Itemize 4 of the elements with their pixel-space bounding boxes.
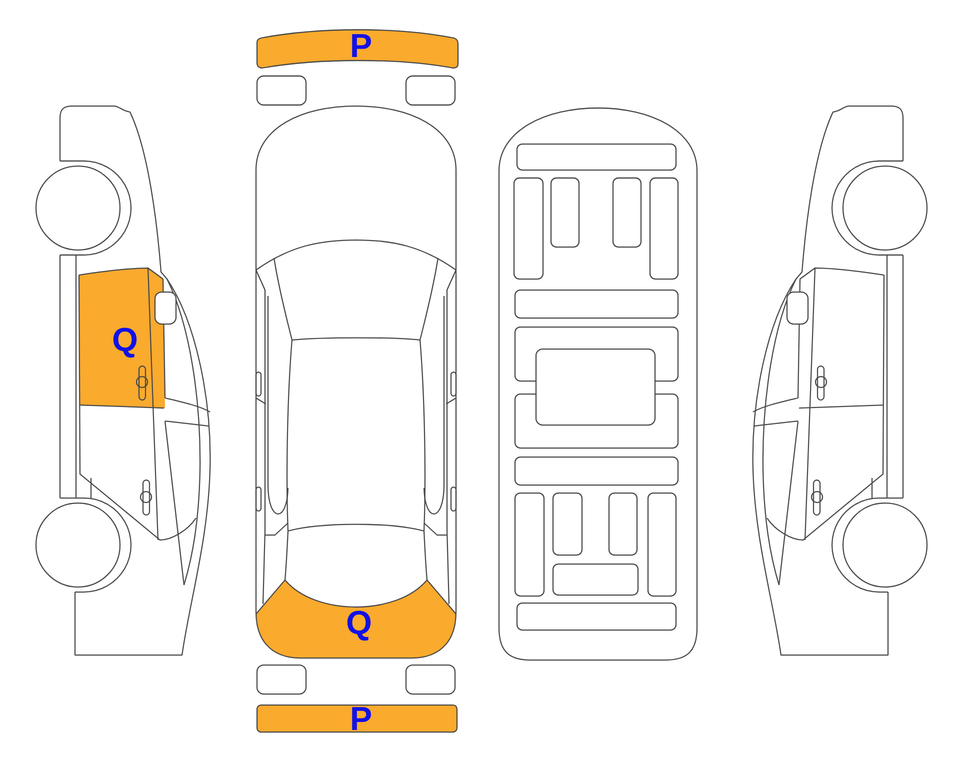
bumper-panel: P bbox=[256, 29, 459, 69]
door-panel: Q bbox=[79, 268, 165, 408]
rear-panel: Q bbox=[256, 580, 456, 658]
bumper-panel: P bbox=[256, 704, 458, 733]
